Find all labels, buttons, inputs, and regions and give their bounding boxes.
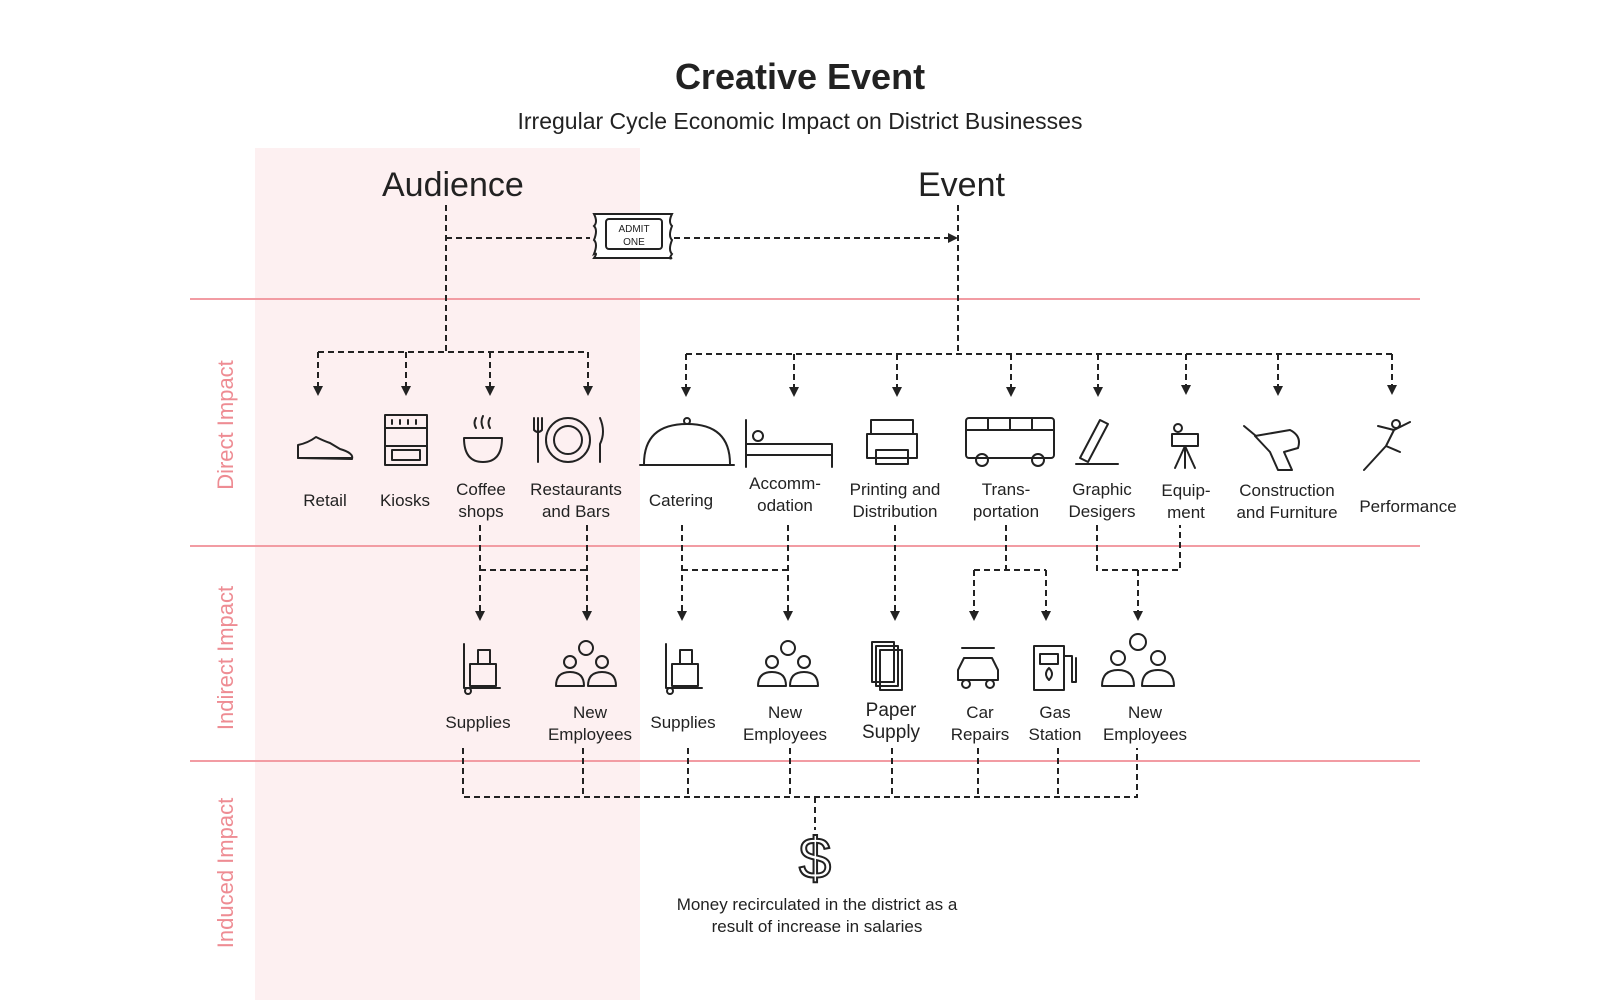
label-kiosks: Kiosks <box>379 491 431 510</box>
car-wrench-icon <box>957 647 999 689</box>
label-equipment: Equip-ment <box>1161 481 1211 522</box>
dancer-icon <box>1363 419 1411 471</box>
shoe-icon <box>297 436 354 460</box>
label-accommodation: Accomm-odation <box>749 474 821 515</box>
printer-icon <box>866 419 918 465</box>
label-transportation: Trans-portation <box>972 480 1040 521</box>
label-retail: Retail <box>303 491 347 510</box>
kiosk-icon <box>384 414 428 466</box>
audience-heading: Audience <box>382 166 524 204</box>
hand-truck-icon-a <box>463 643 501 695</box>
gas-pump-icon <box>1033 645 1077 691</box>
label-performance: Performance <box>1359 497 1457 516</box>
ticket-line1: ADMIT <box>618 224 649 235</box>
employees-icon-c <box>1101 633 1175 687</box>
employees-icon-b <box>757 640 819 687</box>
separator-top <box>190 298 1420 300</box>
event-heading: Event <box>918 166 1005 204</box>
plate-cutlery-icon <box>533 417 604 463</box>
dollar-icon: $ <box>799 826 831 891</box>
label-supplies-a: Supplies <box>445 713 511 732</box>
separator-middle <box>190 545 1420 547</box>
pencil-icon <box>1075 419 1119 465</box>
ticket-icon <box>592 213 674 260</box>
connectors <box>313 205 1397 830</box>
employees-icon-a <box>555 640 617 687</box>
diagram-subtitle: Irregular Cycle Economic Impact on Distr… <box>517 108 1083 134</box>
connector-transportation-bar <box>974 525 1046 571</box>
hand-truck-icon-b <box>665 643 703 695</box>
drill-icon <box>1243 425 1300 471</box>
audience-zone <box>255 148 640 1000</box>
label-catering: Catering <box>648 491 714 510</box>
paper-stack-icon <box>871 641 903 691</box>
connector-graphic-equipment-bar <box>1096 525 1181 571</box>
bed-icon <box>745 419 833 468</box>
connector-induced-bar <box>462 748 1138 798</box>
coffee-cup-icon <box>463 415 503 463</box>
cloche-icon <box>639 417 735 466</box>
camera-icon <box>1171 423 1199 469</box>
diagram-title: Creative Event <box>674 56 926 97</box>
separator-bottom <box>190 760 1420 762</box>
ticket-line2: ONE <box>623 237 645 248</box>
bus-icon <box>965 417 1055 467</box>
label-supplies-b: Supplies <box>650 713 716 732</box>
